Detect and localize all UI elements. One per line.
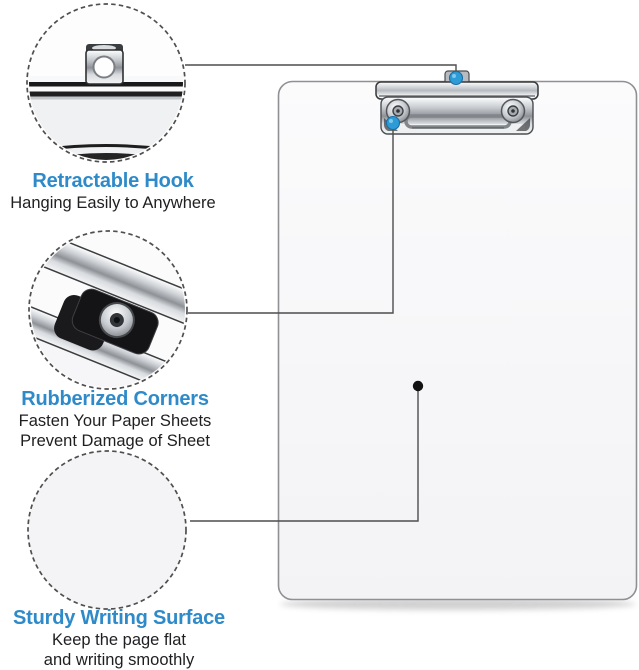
callout-title-corners: Rubberized Corners [21,388,209,410]
callout-title-hook: Retractable Hook [32,170,194,192]
hook-zoom-circle [26,3,186,163]
corner-screw [98,302,135,339]
callout-surface: Sturdy Writing Surface Keep the page fla… [0,607,238,670]
clip-screw-right [500,98,526,124]
callout-line-surface [190,389,419,522]
callout-desc-hook-1: Hanging Easily to Anywhere [10,194,216,212]
callout-hook: Retractable Hook Hanging Easily to Anywh… [0,170,226,213]
hook-marker-dot [448,70,464,86]
clipboard-clip [375,70,539,135]
surface-zoom-circle [27,450,187,610]
surface-marker-dot [412,380,424,392]
hook-detail [85,44,124,85]
callout-desc-surface-1: Keep the page flat [52,631,186,649]
hook-hole [92,55,116,79]
clip-corner-accent-right [516,118,530,131]
clipboard-board [277,80,638,601]
callout-desc-surface-2: and writing smoothly [43,651,195,669]
board-shadow [280,598,636,610]
corner-marker-dot [385,115,401,131]
callout-line-corners [188,130,394,314]
callout-title-surface: Sturdy Writing Surface [13,607,225,629]
callout-desc-corners-1: Fasten Your Paper Sheets [18,412,212,430]
callout-line-hook [185,64,457,71]
callout-corners: Rubberized Corners Fasten Your Paper She… [0,388,230,451]
callout-desc-corners-2: Prevent Damage of Sheet [20,432,210,450]
